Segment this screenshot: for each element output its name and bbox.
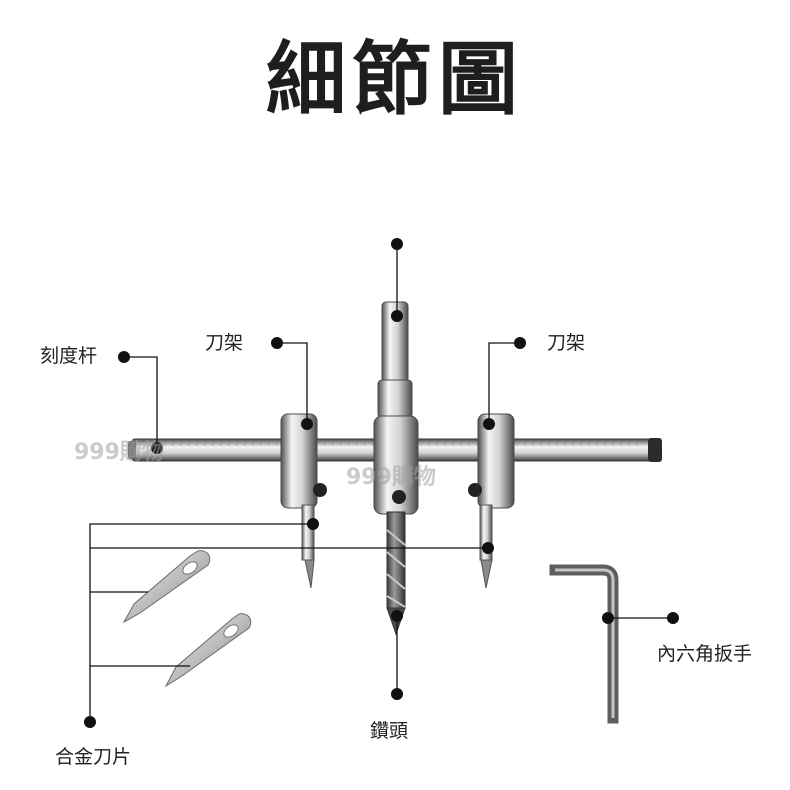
watermark-center: 999購物 <box>346 465 436 490</box>
alloy-blade-1 <box>122 550 211 624</box>
dot-blade-label <box>84 716 96 728</box>
callout-dots <box>84 238 679 728</box>
watermark-left: 999購物 <box>74 440 164 465</box>
alloy-blade-2 <box>164 613 252 688</box>
knife-holder-left <box>280 413 327 589</box>
dot-holder-right-label <box>514 337 526 349</box>
hex-key <box>549 564 619 724</box>
dot-blade-right <box>482 542 494 554</box>
dot-drill-label <box>391 688 403 700</box>
page-title: 細節圖 <box>266 33 524 126</box>
label-drill-bit: 鑽頭 <box>370 720 409 742</box>
label-knife-holder-right: 刀架 <box>547 332 586 354</box>
label-scale-rod: 刻度杆 <box>40 345 98 367</box>
dot-scale-rod-end <box>151 442 163 454</box>
dot-scale-rod-label <box>118 351 130 363</box>
dot-holder-left <box>301 418 313 430</box>
label-alloy-blade: 合金刀片 <box>55 746 132 768</box>
center-shank <box>373 301 419 515</box>
label-knife-holder-left: 刀架 <box>205 332 244 354</box>
dot-blade-left <box>307 518 319 530</box>
dot-shank-top <box>391 238 403 250</box>
callout-lines <box>89 244 673 722</box>
label-hex-key: 內六角扳手 <box>657 643 753 665</box>
dot-hex-key <box>602 612 614 624</box>
dot-shank-bottom <box>391 310 403 322</box>
dot-holder-right <box>483 418 495 430</box>
dot-drill-tip <box>391 610 403 622</box>
dot-hex-key-label <box>667 612 679 624</box>
dot-holder-left-label <box>271 337 283 349</box>
